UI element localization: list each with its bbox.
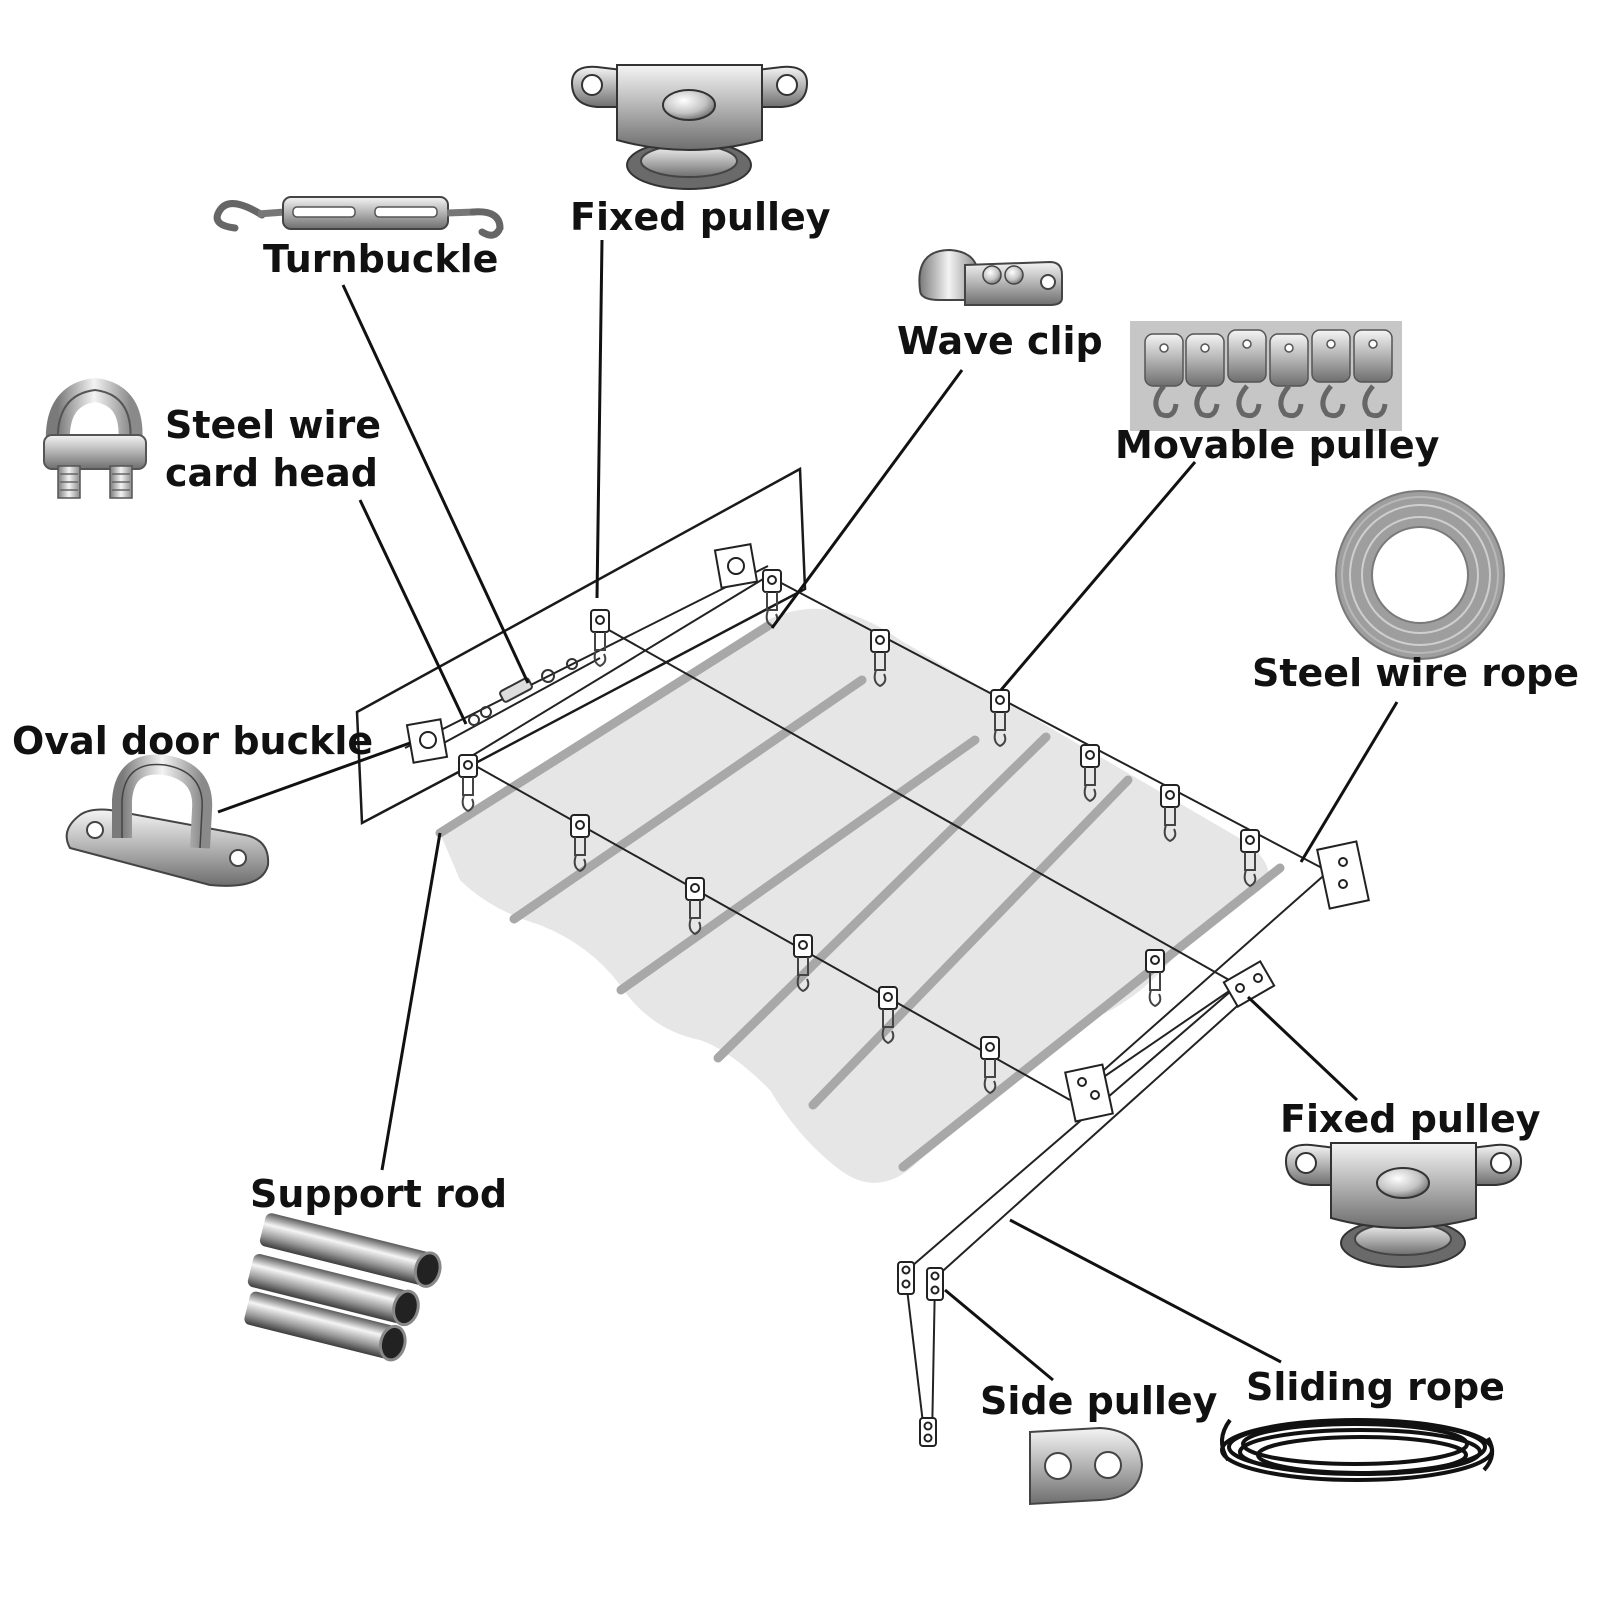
wave-clip-icon <box>918 248 1063 306</box>
steel-wires <box>404 565 1331 1441</box>
leader-wave-clip <box>770 369 964 629</box>
leader-steel-wire-card-head <box>358 499 468 725</box>
label-turnbuckle: Turnbuckle <box>263 237 499 281</box>
steel-wire-card-head-icon <box>43 377 147 499</box>
fixed-pulley-top-icon <box>571 64 808 190</box>
label-sliding-rope: Sliding rope <box>1246 1365 1505 1409</box>
front-fixed-pulley <box>1222 960 1276 1008</box>
leader-sliding-rope <box>1009 1218 1282 1364</box>
label-oval-door-buckle: Oval door buckle <box>12 719 374 763</box>
steel-wire-rope-icon <box>1335 490 1505 660</box>
movable-pulley-icon <box>1130 321 1402 431</box>
leader-fixed-pulley-bottom <box>1246 995 1359 1102</box>
leader-support-rod <box>380 832 442 1171</box>
oval-door-buckle-icon <box>65 754 270 887</box>
leader-steel-wire-rope <box>1299 701 1399 863</box>
leader-oval-door-buckle <box>217 741 411 814</box>
label-fixed-pulley-bottom: Fixed pulley <box>1280 1097 1541 1141</box>
label-side-pulley: Side pulley <box>980 1379 1218 1423</box>
leader-movable-pulley <box>999 461 1197 691</box>
label-steel-wire-card-head-line2: card head <box>165 451 379 495</box>
sliding-rope-icon <box>1220 1418 1495 1482</box>
fixed-pulley-bottom-icon <box>1285 1142 1522 1268</box>
leader-turnbuckle <box>341 284 530 684</box>
wall-board <box>355 466 807 826</box>
canopy-support-rods <box>435 621 1285 1172</box>
label-wave-clip: Wave clip <box>897 319 1103 363</box>
label-steel-wire-card-head-line1: Steel wire <box>165 403 381 447</box>
leader-fixed-pulley-top <box>595 239 604 599</box>
wall-plates <box>405 543 1370 1123</box>
label-movable-pulley: Movable pulley <box>1115 423 1440 467</box>
side-pulley-icon <box>1029 1426 1144 1506</box>
label-fixed-pulley-top: Fixed pulley <box>570 195 831 239</box>
support-rod-icon <box>244 1213 442 1362</box>
leader-side-pulley <box>944 1288 1054 1382</box>
side-pulleys-on-post <box>897 1261 944 1447</box>
wall-turnbuckle-chain <box>468 658 578 726</box>
leader-lines <box>217 239 1399 1382</box>
label-support-rod: Support rod <box>250 1172 508 1216</box>
turnbuckle-icon <box>213 196 504 239</box>
label-steel-wire-rope: Steel wire rope <box>1252 651 1580 695</box>
